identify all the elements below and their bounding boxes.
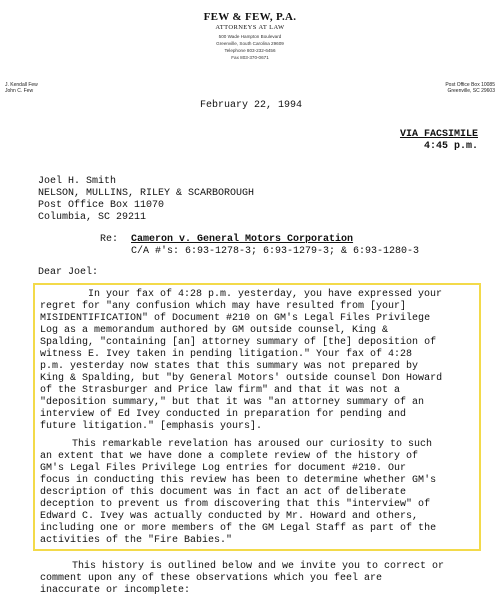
firm-name: FEW & FEW, P.A. <box>203 11 297 23</box>
text-line: interview of Ed Ivey conducted in prepar… <box>40 409 407 420</box>
recipient-line: Columbia, SC 29211 <box>38 212 147 223</box>
re-label: Re: <box>100 234 119 245</box>
text-line: King & Spalding, but "by General Motors'… <box>40 373 443 384</box>
paragraph-1: In your fax of 4:28 p.m. yesterday, you … <box>40 289 476 433</box>
salutation: Dear Joel: <box>38 267 99 278</box>
firm-subtitle: ATTORNEYS AT LAW <box>215 24 285 31</box>
text-line: This remarkable revelation has aroused o… <box>72 439 433 450</box>
text-line: activities of the "Fire Babies." <box>40 535 233 546</box>
po-box-line: Post Office Box 10085 <box>445 82 495 88</box>
text-line: inaccurate or incomplete: <box>40 585 191 596</box>
re-block: Cameron v. General Motors Corporation C/… <box>131 234 419 258</box>
text-line: regret for "any confusion which may have… <box>40 301 407 312</box>
text-line: of the Strasburger and Price law firm" a… <box>40 385 401 396</box>
recipient-line: Joel H. Smith <box>38 176 117 187</box>
firm-telephone: Telephone 803-232-6456 <box>224 48 276 53</box>
recipient-line: NELSON, MULLINS, RILEY & SCARBOROUGH <box>38 188 255 199</box>
text-line: comment upon any of these observations w… <box>40 573 383 584</box>
text-line: future litigation." [emphasis yours]. <box>40 421 263 432</box>
partners-list: J. Kendall Few John C. Few <box>5 82 38 94</box>
paragraph-2: This remarkable revelation has aroused o… <box>40 439 476 547</box>
recipient-address: Joel H. Smith NELSON, MULLINS, RILEY & S… <box>38 176 254 224</box>
delivery-method: VIA FACSIMILE <box>399 129 478 140</box>
case-numbers: C/A #'s: 6:93-1278-3; 6:93-1279-3; & 6:9… <box>131 246 420 257</box>
letter-date: February 22, 1994 <box>200 100 303 111</box>
po-box-line: Greenville, SC 29603 <box>447 88 495 94</box>
firm-fax: Fax 803-370-0671 <box>231 55 269 60</box>
text-line: Edward C. Ivey was actually conducted by… <box>40 511 419 522</box>
case-title: Cameron v. General Motors Corporation <box>131 234 354 245</box>
text-line: focus in conducting this review has been… <box>40 475 437 486</box>
delivery-block: VIA FACSIMILE 4:45 p.m. <box>400 129 478 153</box>
text-line: Spalding, "containing [an] attorney summ… <box>40 337 437 348</box>
text-line: In your fax of 4:28 p.m. yesterday, you … <box>88 289 443 300</box>
text-line: description of this document was in fact… <box>40 487 407 498</box>
text-line: witness E. Ivey taken in pending litigat… <box>40 349 413 360</box>
text-line: GM's Legal Files Privilege Log entries f… <box>40 463 407 474</box>
text-line: deception to prevent us from discovering… <box>40 499 431 510</box>
text-line: p.m. yesterday now states that this summ… <box>40 361 419 372</box>
highlight-box <box>33 283 481 551</box>
text-line: including one or more members of the GM … <box>40 523 437 534</box>
delivery-time: 4:45 p.m. <box>423 141 478 152</box>
text-line: This history is outlined below and we in… <box>72 561 445 572</box>
paragraph-3: This history is outlined below and we in… <box>40 561 476 597</box>
partner-name: J. Kendall Few <box>5 82 38 88</box>
text-line: Log as a memorandum authored by GM outsi… <box>40 325 389 336</box>
firm-po-box: Post Office Box 10085 Greenville, SC 296… <box>445 82 495 94</box>
recipient-line: Post Office Box 11070 <box>38 200 165 211</box>
firm-address-line2: Greenville, South Carolina 29609 <box>216 41 284 46</box>
text-line: "deposition summary," but that it was "a… <box>40 397 425 408</box>
firm-address-line1: 500 Wade Hampton Boulevard <box>218 34 282 39</box>
text-line: MISIDENTIFICATION" of Document #210 on G… <box>40 313 431 324</box>
partner-name: John C. Few <box>5 88 34 94</box>
text-line: an extent that we have done a complete r… <box>40 451 419 462</box>
